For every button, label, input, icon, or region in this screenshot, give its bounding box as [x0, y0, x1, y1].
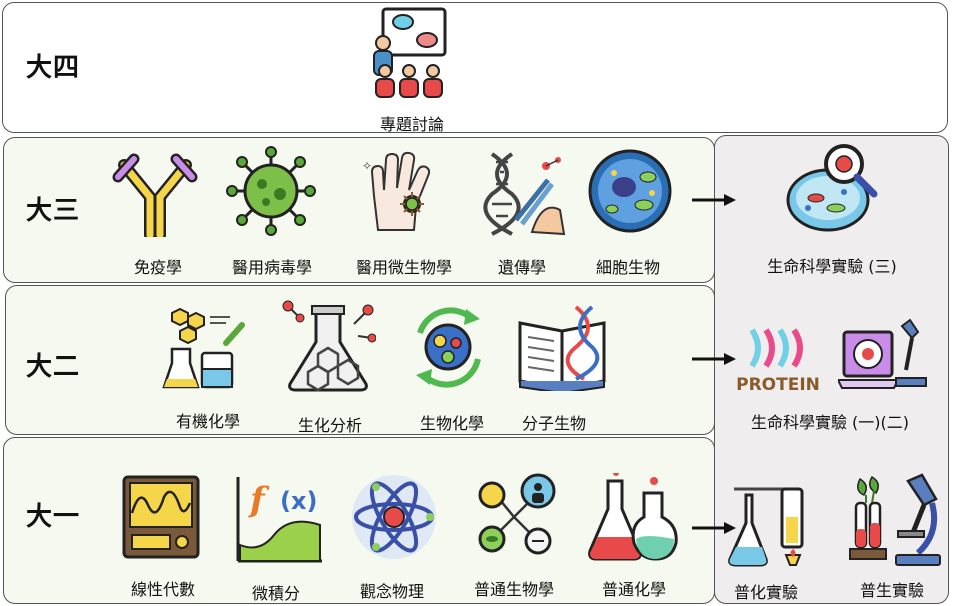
svg-text:f: f — [248, 480, 270, 520]
protein-icon: PROTEIN — [736, 324, 820, 396]
course-label-calculus: 微積分 — [251, 584, 301, 603]
course-label-biochem-analysis: 生化分析 — [297, 416, 363, 435]
lab-label-bio: 普生實驗 — [859, 581, 925, 600]
microbe-magnifier-icon — [786, 142, 882, 238]
protein-text: PROTEIN — [736, 375, 820, 395]
hand-microbe-icon: ✧ — [358, 150, 442, 234]
lab-label-chem: 普化實驗 — [733, 583, 799, 602]
panel-year4 — [2, 2, 948, 133]
cycle-molecule-icon — [404, 303, 492, 391]
beakers-molecule-icon — [158, 303, 248, 393]
svg-text:(x): (x) — [280, 487, 317, 515]
course-label-general-chem: 普通化學 — [601, 580, 667, 599]
function-graph-icon: f (x) — [232, 473, 324, 565]
lab-label-1-2: 生命科學實驗 (一)(二) — [750, 413, 910, 432]
antibody-icon — [110, 147, 200, 237]
course-label-microbiology: 醫用微生物學 — [355, 258, 453, 277]
svg-text:✧: ✧ — [362, 159, 372, 173]
lab-label-3: 生命科學實驗 (三) — [767, 257, 897, 276]
microscope-laptop-icon — [838, 318, 928, 398]
flask-network-icon — [280, 298, 376, 394]
course-label-organic-chem: 有機化學 — [175, 412, 241, 431]
course-label-genetics: 遺傳學 — [497, 258, 547, 277]
arrow-year2-to-lab12 — [692, 353, 736, 365]
course-label-biochemistry: 生物化學 — [419, 414, 485, 433]
course-label-general-bio: 普通生物學 — [473, 580, 555, 599]
course-label-linear-algebra: 線性代數 — [130, 580, 196, 599]
microscope-plants-icon — [846, 473, 942, 569]
dna-tweezers-icon — [482, 150, 568, 236]
arrow-year3-to-lab3 — [692, 194, 736, 206]
cell-icon — [586, 147, 674, 235]
biology-network-icon — [466, 473, 562, 561]
atom-icon — [350, 473, 438, 561]
flasks-icon — [586, 473, 678, 563]
distillation-icon — [720, 475, 816, 571]
year-label-3: 大三 — [26, 196, 81, 226]
year-label-2: 大二 — [26, 352, 81, 382]
seminar-discussion-icon — [365, 5, 451, 101]
course-label-virology: 醫用病毒學 — [231, 258, 313, 277]
book-dna-icon — [516, 303, 608, 391]
oscilloscope-icon — [120, 473, 202, 563]
year-label-4: 大四 — [26, 53, 81, 83]
course-label-molecular-bio: 分子生物 — [521, 414, 587, 433]
arrow-year1-to-labs — [692, 522, 736, 534]
virus-icon — [226, 146, 316, 236]
course-label-cell-biology: 細胞生物 — [595, 258, 661, 277]
course-label-physics: 觀念物理 — [359, 582, 425, 601]
year-label-1: 大一 — [26, 502, 81, 532]
course-label-seminar: 專題討論 — [379, 115, 445, 134]
course-label-immunology: 免疫學 — [133, 258, 183, 277]
